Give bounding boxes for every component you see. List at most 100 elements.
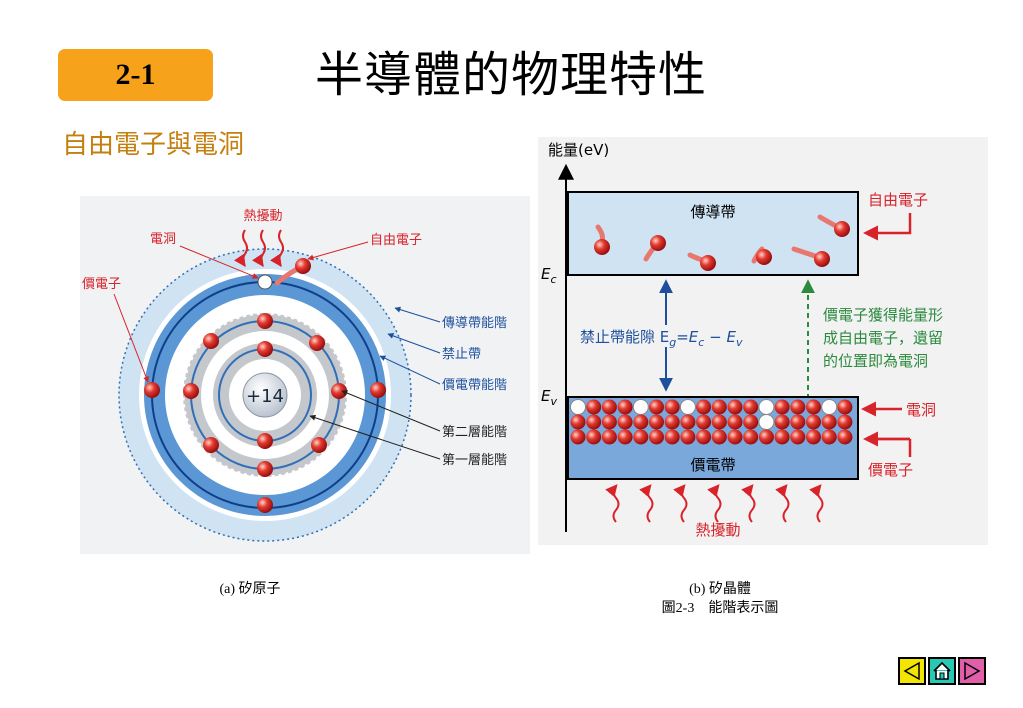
hole-label: 電洞 — [150, 232, 176, 247]
valence-electron — [257, 497, 273, 513]
valence-electron — [743, 414, 759, 430]
ev-label: Ev — [541, 387, 557, 408]
conduction-level-label: 傳導帶能階 — [442, 316, 507, 331]
valence-electron — [774, 414, 790, 430]
valence-electron — [727, 414, 743, 430]
electron — [257, 313, 273, 329]
ec-label: Ec — [541, 265, 557, 286]
free-electron-label: 自由電子 — [370, 233, 422, 248]
section-badge: 2-1 — [58, 49, 213, 101]
nucleus-label: +14 — [246, 386, 284, 407]
valence-electron — [790, 429, 806, 445]
prev-slide-button[interactable] — [898, 657, 926, 685]
valence-electron — [664, 399, 680, 415]
valence-electron — [790, 414, 806, 430]
electron — [257, 341, 273, 357]
electron — [203, 333, 219, 349]
valence-electron — [790, 399, 806, 415]
home-icon — [933, 661, 951, 680]
first-shell-label: 第一層能階 — [442, 453, 507, 468]
note-line-3: 的位置即為電洞 — [823, 352, 928, 370]
valence-electron — [570, 429, 586, 445]
valence-level-label: 價電帶能階 — [442, 378, 507, 393]
free-electrons — [594, 214, 850, 271]
valence-electron — [570, 414, 586, 430]
valence-electron — [806, 399, 821, 415]
valence-electron — [649, 414, 664, 430]
heat-arrows — [605, 484, 824, 523]
valence-electron — [680, 414, 696, 430]
valence-electron — [617, 429, 633, 445]
heat-label: 熱擾動 — [243, 208, 282, 224]
valence-electron — [727, 399, 743, 415]
electron — [331, 383, 347, 399]
valence-electron — [727, 429, 743, 445]
valence-electron — [680, 429, 696, 445]
heat-label: 熱擾動 — [695, 521, 740, 539]
valence-electron — [696, 429, 712, 445]
right-triangle-icon — [964, 661, 981, 681]
valence-electron — [617, 414, 633, 430]
hole — [758, 399, 775, 415]
valence-electron — [664, 414, 680, 430]
figure-caption: 圖2-3 能階表示圖 — [661, 601, 779, 616]
electron — [257, 461, 273, 477]
valence-electron — [617, 399, 633, 415]
valence-electron — [711, 414, 727, 430]
free-electron — [700, 255, 716, 271]
valence-band-label: 價電帶 — [690, 456, 735, 474]
hole-label: 電洞 — [906, 401, 936, 419]
valence-electron — [743, 429, 759, 445]
forbidden-band-label: 禁止帶 — [442, 347, 481, 362]
free-electron — [756, 249, 772, 265]
valence-electron — [821, 414, 837, 430]
hole — [821, 399, 838, 415]
note-line-1: 價電子獲得能量形 — [823, 306, 943, 324]
electron — [203, 437, 219, 453]
valence-electron — [586, 429, 602, 445]
caption-b: (b) 矽晶體 — [689, 582, 751, 597]
valence-electron — [664, 429, 680, 445]
valence-electron — [774, 429, 790, 445]
section-subtitle: 自由電子與電洞 — [62, 130, 245, 160]
valence-electron-label: 價電子 — [868, 461, 913, 479]
hole — [632, 399, 649, 415]
slide-navigation — [898, 657, 986, 685]
valence-electron — [806, 429, 821, 445]
valence-electron — [144, 382, 160, 398]
valence-electron-label: 價電子 — [82, 277, 121, 292]
valence-electron — [633, 429, 649, 445]
electron — [183, 383, 199, 399]
valence-electron — [711, 429, 727, 445]
valence-electron — [633, 414, 649, 430]
free-electron — [295, 258, 311, 274]
valence-electron — [758, 429, 774, 445]
hole — [758, 414, 775, 430]
hole — [570, 399, 586, 415]
valence-electron — [586, 399, 602, 415]
valence-electron — [696, 414, 712, 430]
energy-band-diagram: 能量(eV) 傳導帶 Ec 自由電子 禁止帶能隙 Eg=Ec − Ev 價電子獲… — [538, 137, 988, 545]
energy-axis-label: 能量(eV) — [548, 141, 609, 159]
electron — [257, 433, 273, 449]
free-electron — [814, 251, 830, 267]
valence-electron — [837, 399, 853, 415]
valence-electron — [837, 429, 853, 445]
heat-arrows — [234, 229, 284, 267]
valence-electron — [696, 399, 712, 415]
conduction-band-label: 傳導帶 — [690, 203, 735, 221]
electron — [309, 335, 325, 351]
free-electron — [594, 239, 610, 255]
valence-electron — [601, 399, 617, 415]
left-triangle-icon — [903, 661, 920, 681]
valence-electron — [601, 429, 617, 445]
valence-electron — [743, 399, 759, 415]
next-slide-button[interactable] — [958, 657, 986, 685]
free-electron-label: 自由電子 — [868, 191, 928, 209]
free-electron — [650, 235, 666, 251]
valence-electron — [649, 399, 664, 415]
valence-electron — [649, 429, 664, 445]
hole — [679, 399, 696, 415]
nucleus — [242, 372, 288, 418]
home-button[interactable] — [928, 657, 956, 685]
